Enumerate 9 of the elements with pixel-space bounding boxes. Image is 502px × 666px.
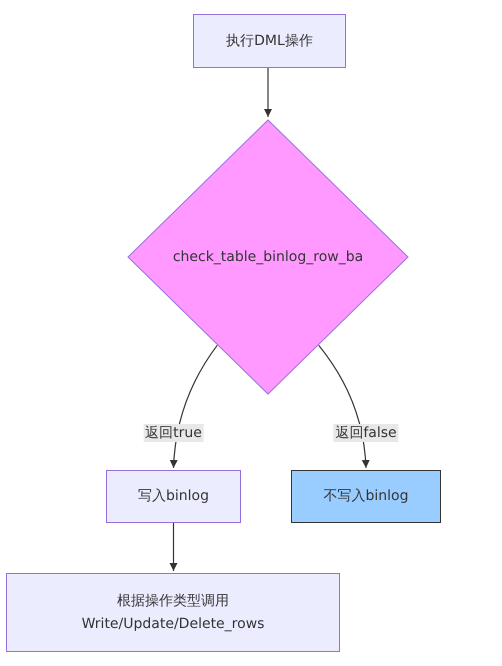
edge-label: 返回true [143,424,204,442]
arrow [264,68,272,117]
arrow [170,523,178,571]
process-box: 根据操作类型调用 Write/Update/Delete_rows [6,573,340,652]
process-box: 不写入binlog [291,470,441,523]
decision-diamond: check_table_binlog_row_ba [127,119,409,395]
process-box: 写入binlog [106,470,241,523]
edge-label: 返回false [333,424,399,442]
process-box: 执行DML操作 [193,14,346,68]
